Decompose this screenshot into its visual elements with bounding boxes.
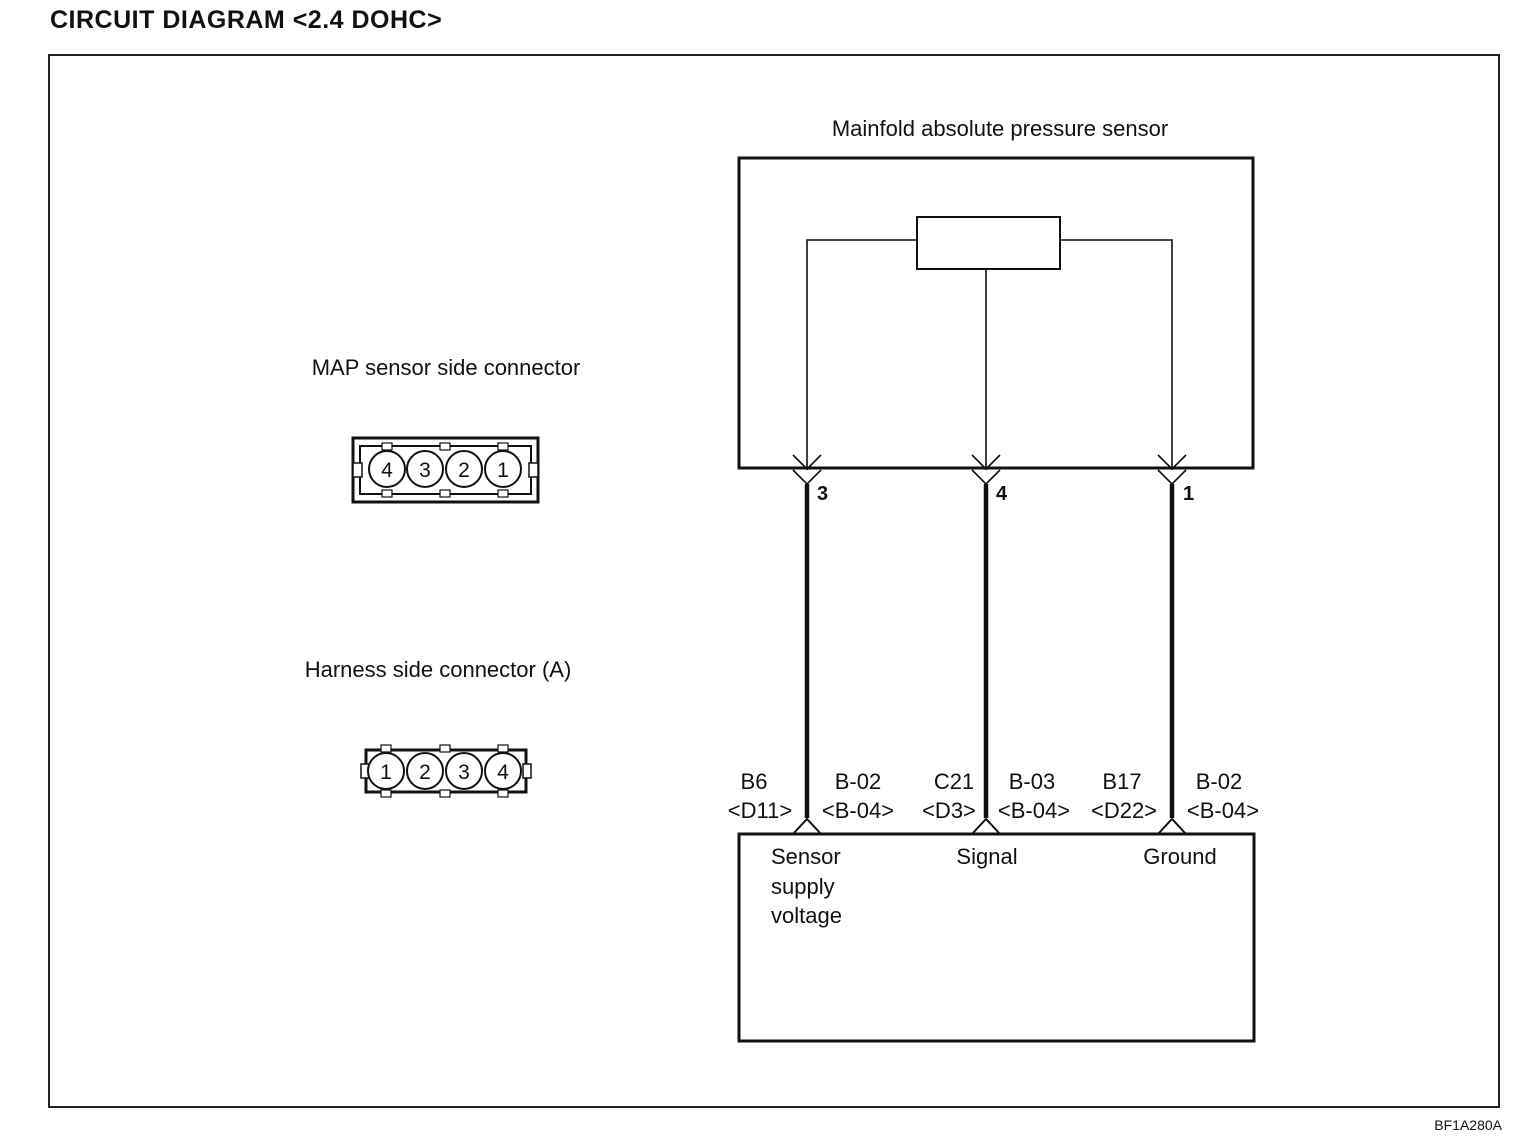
- cavity-number: 4: [497, 761, 509, 784]
- cavity-number: 1: [380, 761, 392, 784]
- sensor-box: [737, 156, 1255, 470]
- function-label: Signal: [956, 844, 1017, 869]
- function-label: voltage: [771, 903, 842, 928]
- internal-wire-left: [806, 239, 917, 470]
- cavity-number: 2: [419, 761, 431, 784]
- ecm-pin-label: B17: [1102, 769, 1141, 794]
- diagram-title: CIRCUIT DIAGRAM <2.4 DOHC>: [50, 6, 443, 34]
- sensor-label: Mainfold absolute pressure sensor: [832, 116, 1168, 141]
- ecm-pin-label: C21: [934, 769, 974, 794]
- harness-label: B-02: [1196, 769, 1242, 794]
- ecm-connector-label: <D3>: [922, 798, 976, 823]
- function-label: Sensor: [771, 844, 841, 869]
- cavity-number: 2: [458, 459, 470, 482]
- cavity-number: 4: [381, 459, 393, 482]
- ecm-terminal-c21: [971, 817, 1001, 835]
- harness-label: B-03: [1009, 769, 1055, 794]
- figure-code: BF1A280A: [1434, 1117, 1502, 1133]
- harness-connector-label: <B-04>: [822, 798, 894, 823]
- ecm-box: [737, 832, 1256, 1043]
- ecm-pin-label: B6: [741, 769, 768, 794]
- sensor-pin-number: 4: [996, 483, 1008, 505]
- sensing-element: [916, 216, 1061, 270]
- harness-label: B-02: [835, 769, 881, 794]
- harness-side-connector: [360, 744, 532, 798]
- sensor-pin-number: 1: [1183, 483, 1194, 505]
- ecm-connector-label: <D11>: [728, 798, 792, 823]
- sensor-pin-number: 3: [817, 483, 828, 505]
- ecm-connector-label: <D22>: [1091, 798, 1157, 823]
- ecm-terminal-b6: [792, 817, 822, 835]
- harness-connector-title: Harness side connector (A): [305, 657, 572, 682]
- cavity-number: 1: [497, 459, 509, 482]
- function-label: supply: [771, 874, 835, 899]
- function-label: Ground: [1143, 844, 1216, 869]
- map-connector-label: MAP sensor side connector: [312, 355, 581, 380]
- diagram-frame: [48, 54, 1500, 1108]
- cavity-number: 3: [458, 761, 470, 784]
- cavity-number: 3: [419, 459, 431, 482]
- harness-connector-label: <B-04>: [998, 798, 1070, 823]
- ecm-terminal-b17: [1157, 817, 1187, 835]
- internal-wire-right: [1060, 239, 1173, 470]
- harness-connector-label: <B-04>: [1187, 798, 1259, 823]
- map-sensor-connector: [351, 436, 540, 504]
